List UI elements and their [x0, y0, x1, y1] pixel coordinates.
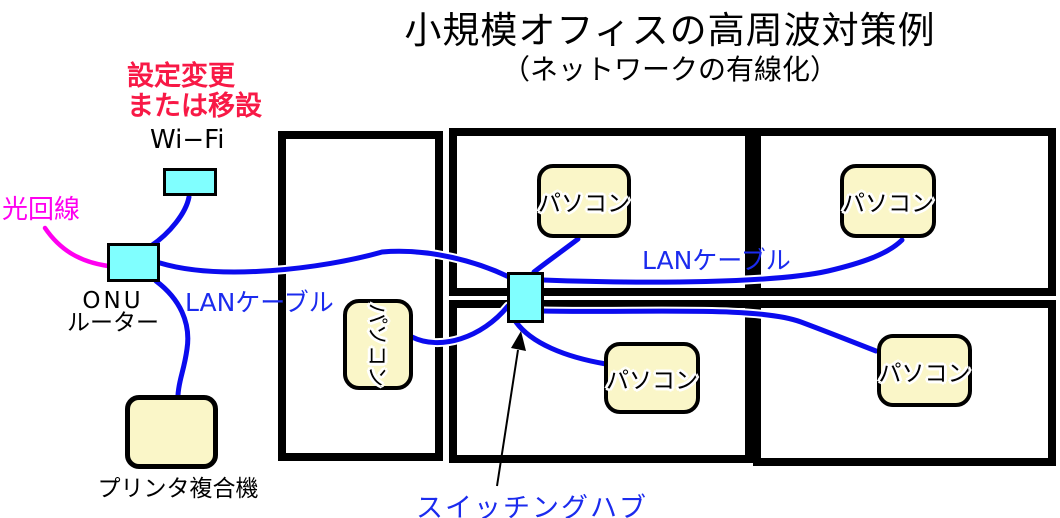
page-title: 小規模オフィスの高周波対策例	[404, 9, 936, 52]
pc-box-upper-right: パソコン	[840, 164, 936, 238]
wifi-label: Wi−Fi	[150, 125, 225, 155]
switching-hub-label: スイッチングハブ	[416, 493, 648, 518]
config-change-note: 設定変更 または移設	[127, 62, 262, 122]
onu-label-line1: ONU	[82, 288, 144, 314]
lan-cable-label-left: LANケーブル	[185, 288, 334, 317]
wifi-unit-box	[163, 168, 217, 196]
pc-label: パソコン	[538, 191, 630, 217]
config-change-line2: または移設	[127, 91, 262, 122]
config-change-line1: 設定変更	[127, 61, 235, 92]
page-subtitle: （ネットワークの有線化）	[501, 53, 838, 86]
room-upper-middle	[449, 128, 753, 296]
lan-cable-hub-to-upper-middle-pc	[534, 239, 578, 272]
pc-label: パソコン	[842, 191, 934, 217]
switching-hub-pointer-arrow	[496, 331, 526, 487]
printer-box	[125, 395, 218, 469]
fiber-line-label: 光回線	[2, 195, 81, 225]
lan-cable-onu-to-hub	[160, 251, 509, 277]
lan-cable-leftpc-to-hub	[412, 306, 508, 343]
onu-router-label: ONU ルーター	[48, 288, 178, 336]
pc-box-upper-middle: パソコン	[537, 164, 631, 238]
room-upper-right	[753, 128, 1056, 296]
switching-hub-box	[507, 272, 544, 323]
pc-box-lower-right: パソコン	[877, 334, 972, 407]
room-lower-right	[753, 300, 1056, 466]
lan-cable-label-right: LANケーブル	[642, 246, 791, 275]
pc-label: パソコン	[606, 368, 698, 394]
onu-label-line2: ルーター	[67, 310, 159, 336]
fiber-optic-cable	[45, 228, 108, 266]
printer-label: プリンタ複合機	[97, 476, 259, 502]
lan-cable-wifi-to-onu	[151, 197, 189, 246]
pc-label: パソコン	[365, 302, 389, 387]
lan-cable-hub-to-lower-right-pc	[543, 311, 876, 351]
onu-router-box	[107, 243, 160, 282]
pc-label: パソコン	[878, 360, 971, 387]
room-lower-middle	[449, 300, 753, 463]
pc-box-lower-middle: パソコン	[604, 342, 700, 414]
lan-cable-hub-to-lower-middle-pc	[516, 322, 606, 364]
room-left	[278, 131, 443, 461]
pc-box-left-room: パソコン	[343, 299, 413, 390]
